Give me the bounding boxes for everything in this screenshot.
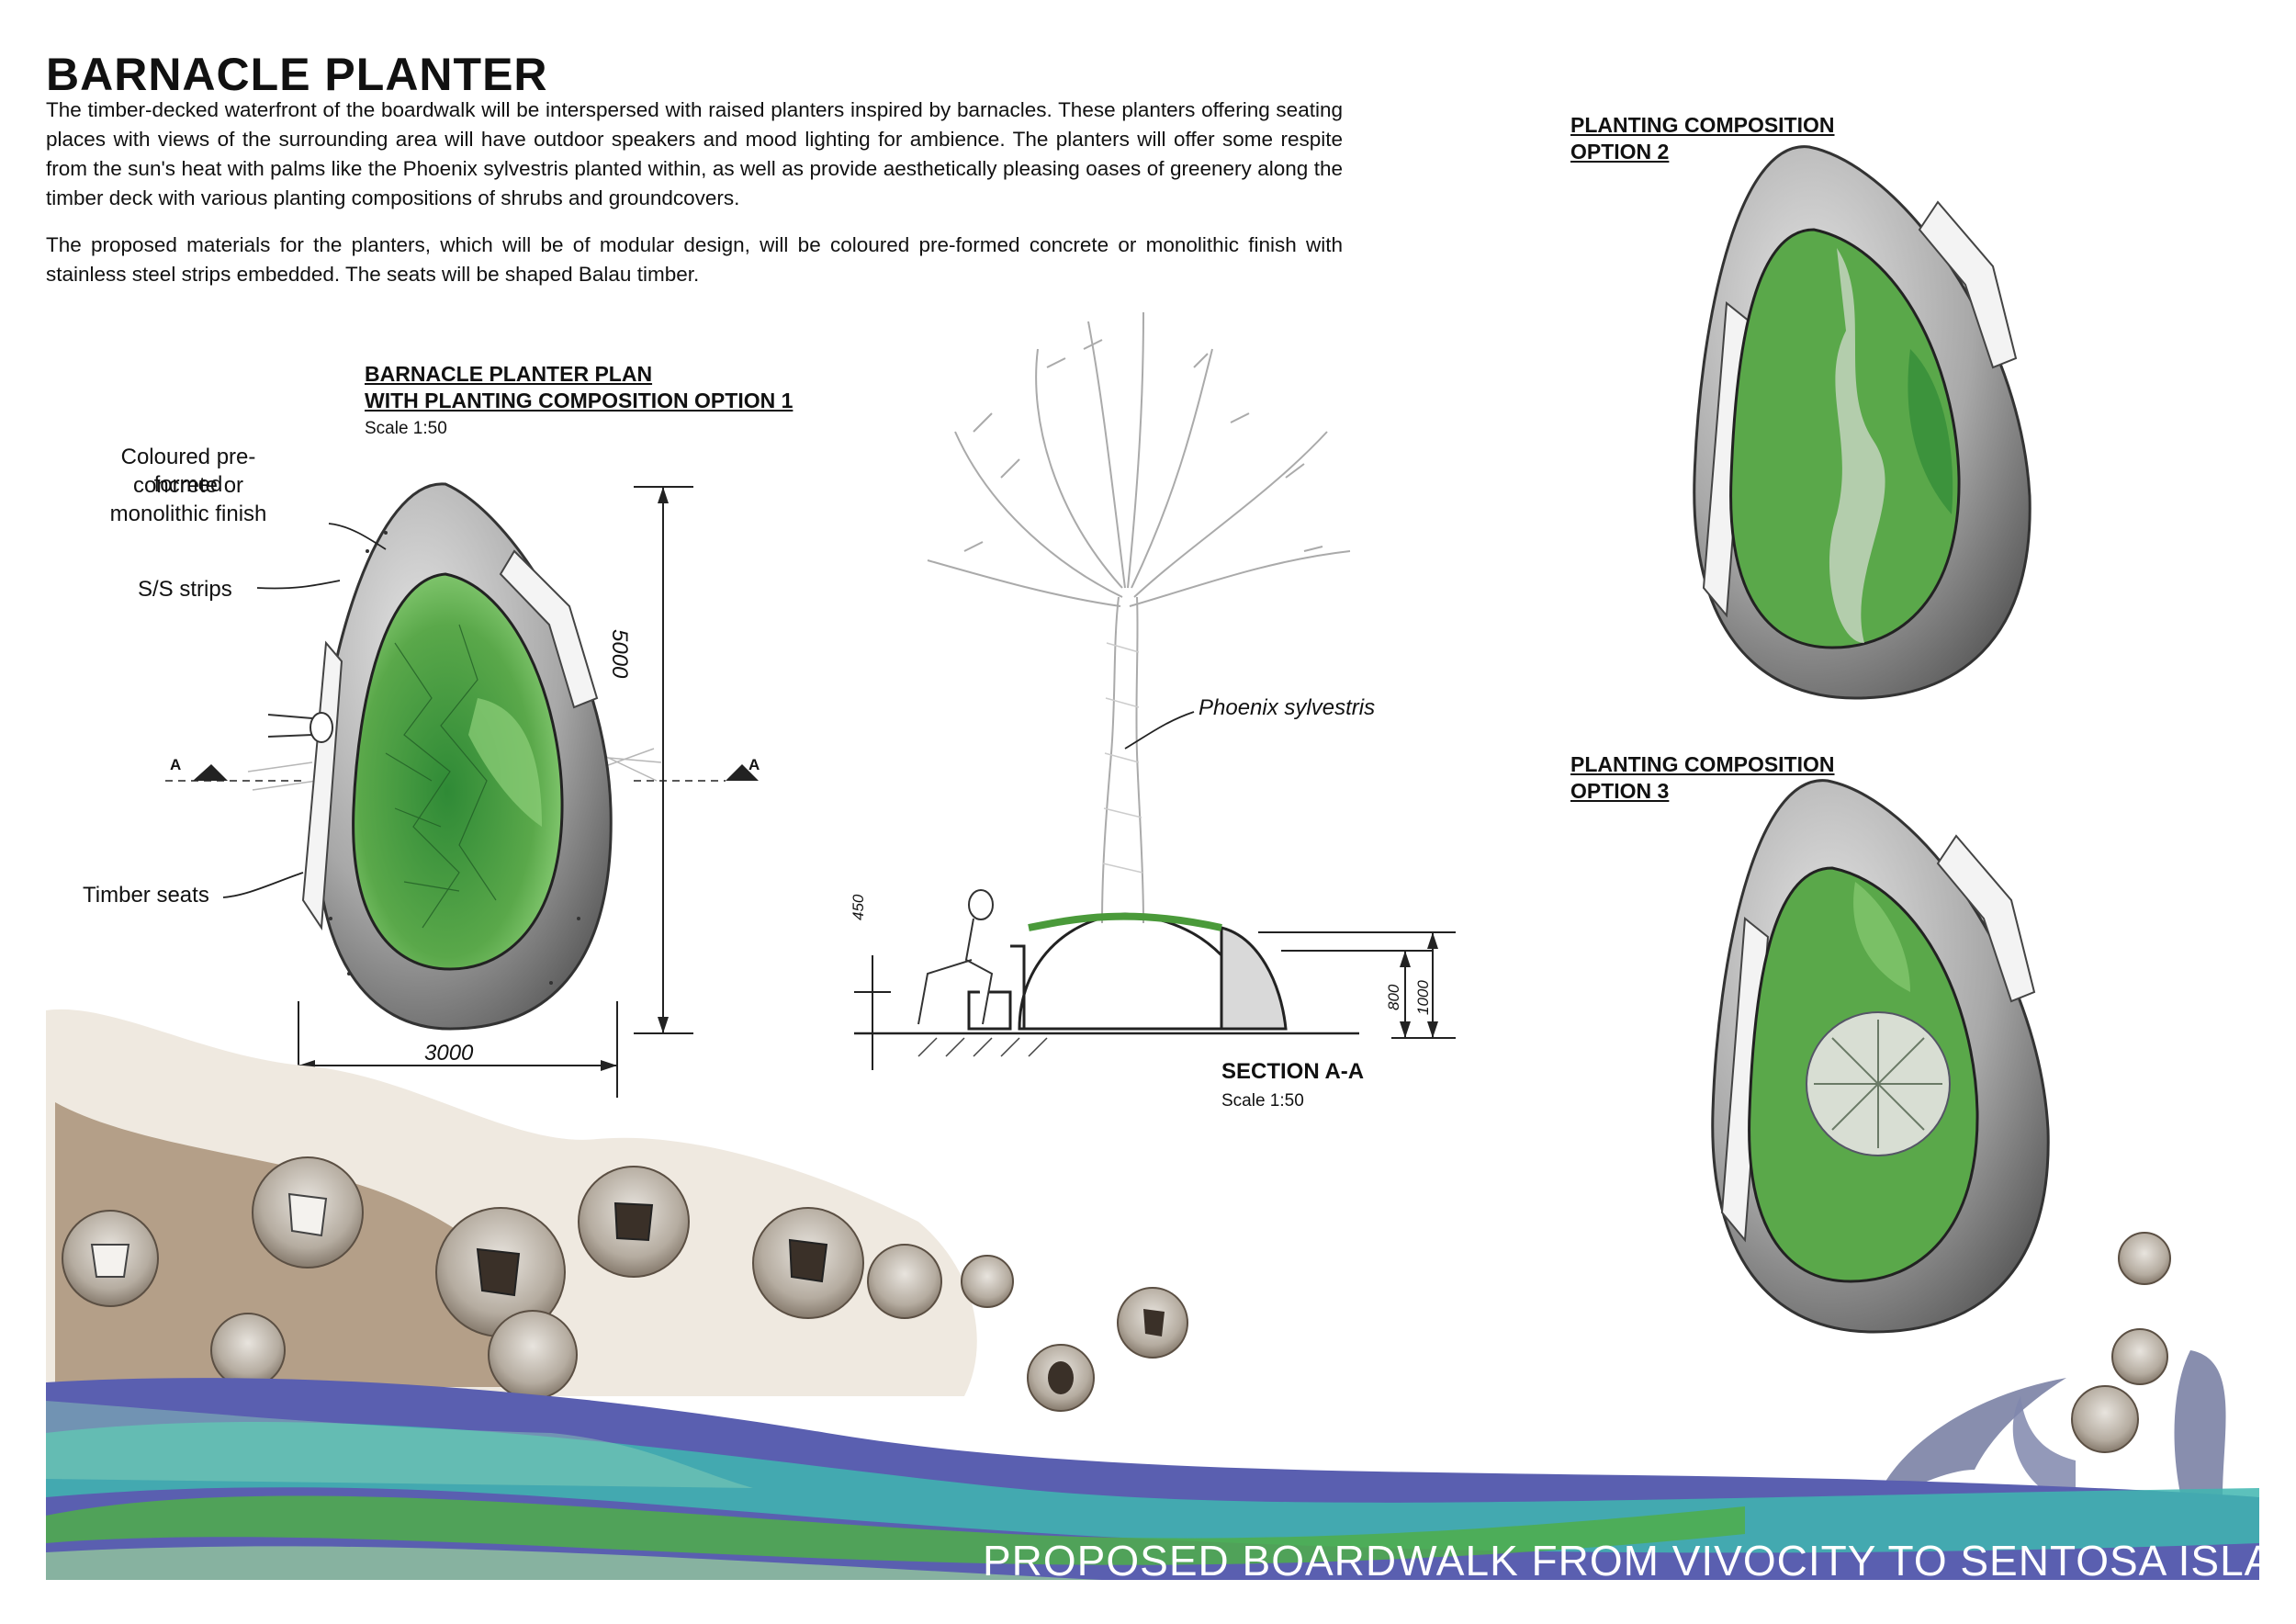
dimension-wall-height: 800 [1385, 984, 1402, 1010]
option-2-heading-line-1: PLANTING COMPOSITION [1570, 113, 1835, 137]
callout-ss-strips: S/S strips [138, 577, 232, 602]
banner-title: PROPOSED BOARDWALK FROM VIVOCITY TO SENT… [983, 1537, 2296, 1585]
option-2-heading-line-2: OPTION 2 [1570, 140, 1670, 164]
option-3-heading-line-1: PLANTING COMPOSITION [1570, 752, 1835, 776]
plan-scale: Scale 1:50 [365, 419, 447, 438]
planter-plan-option-1 [165, 482, 759, 1098]
dimension-length: 5000 [607, 629, 632, 679]
barnacles-corner [2071, 1232, 2171, 1453]
tree-label: Phoenix sylvestris [1199, 695, 1376, 720]
page-title: BARNACLE PLANTER [46, 49, 548, 100]
plan-heading-line-1: BARNACLE PLANTER PLAN [365, 362, 653, 386]
wave-banner [46, 1378, 2259, 1580]
option-3-heading-line-2: OPTION 3 [1570, 779, 1670, 803]
callout-finish-line-3: monolithic finish [109, 502, 267, 526]
plan-heading-line-2: WITH PLANTING COMPOSITION OPTION 1 [365, 389, 793, 412]
dimension-seat-height: 450 [850, 894, 867, 920]
description-paragraph-2: The proposed materials for the planters,… [46, 233, 1343, 286]
dimension-width: 3000 [424, 1041, 474, 1066]
section-heading: SECTION A-A [1221, 1059, 1365, 1084]
planter-option-2 [1693, 145, 2032, 700]
boardwalk-logo-shape [1874, 1350, 2226, 1516]
callout-finish-line-2: concrete or [132, 473, 244, 498]
barnacle-photo-collage [46, 1009, 1188, 1412]
section-marker-left: A [170, 756, 182, 773]
dimension-total-height: 1000 [1414, 980, 1432, 1015]
section-a-a [854, 311, 1456, 1070]
callout-timber-seats: Timber seats [83, 883, 209, 908]
description-paragraph-1: The timber-decked waterfront of the boar… [46, 98, 1343, 209]
callout-finish-line-1: Coloured pre-formed [120, 445, 256, 497]
planter-option-3 [1711, 779, 2050, 1334]
section-marker-right: A [748, 756, 760, 773]
section-scale: Scale 1:50 [1221, 1091, 1304, 1111]
